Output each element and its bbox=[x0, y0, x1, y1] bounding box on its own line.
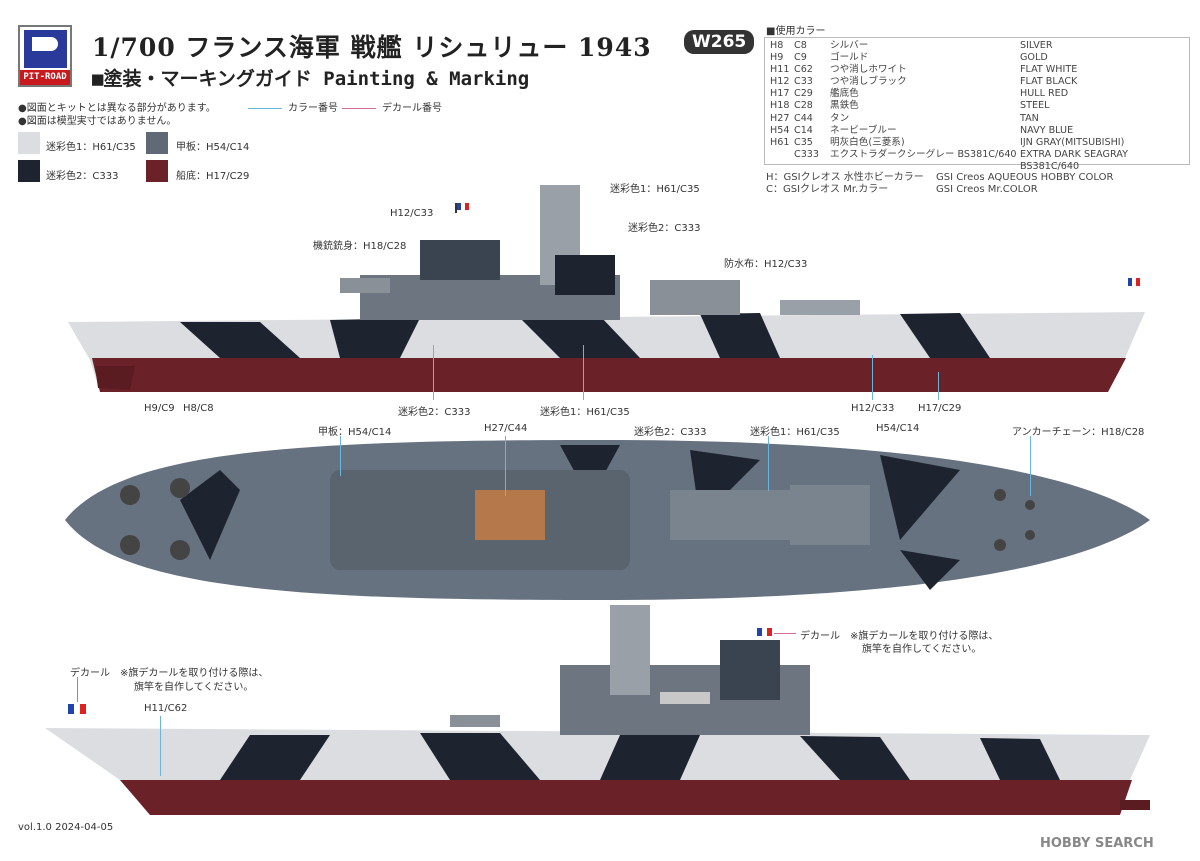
side-view-ship bbox=[68, 185, 1145, 392]
callout-h8: H8/C8 bbox=[183, 403, 214, 414]
color-row: H11 C62 つや消しホワイト FLAT WHITE bbox=[770, 64, 1184, 76]
callout-h17: H17/C29 bbox=[918, 403, 962, 414]
swatch-camo-2 bbox=[18, 160, 40, 182]
flag-note-right-1: ※旗デカールを取り付ける際は、 bbox=[850, 631, 999, 642]
legend-color-number: カラー番号 bbox=[248, 99, 338, 114]
flag-note-right-2: 旗竿を自作してください。 bbox=[862, 644, 982, 655]
color-row: H12 C33 つや消しブラック FLAT BLACK bbox=[770, 76, 1184, 88]
color-cell: 艦底色 bbox=[830, 88, 859, 100]
color-cell: H27 bbox=[770, 112, 790, 124]
swatch-hull-bottom bbox=[146, 160, 168, 182]
callout-anchor-chain: アンカーチェーン：H18/C28 bbox=[1012, 427, 1145, 438]
color-cell: H17 bbox=[770, 88, 790, 100]
callout-camo2-top: 迷彩色2：C333 bbox=[628, 223, 701, 234]
callout-gun-barrel: 機銃銃身：H18/C28 bbox=[313, 241, 407, 252]
color-row: H8 C8 シルバー SILVER bbox=[770, 40, 1184, 52]
color-cell: C14 bbox=[794, 124, 813, 136]
color-cell: タン bbox=[830, 112, 850, 124]
color-row: H17 C29 艦底色 HULL RED bbox=[770, 88, 1184, 100]
color-cell: ネービーブルー bbox=[830, 124, 897, 136]
callout-h54: H54/C14 bbox=[876, 423, 920, 434]
swatch-label: 迷彩色2：C333 bbox=[46, 171, 119, 182]
color-cell: HULL RED bbox=[1020, 88, 1069, 100]
swatch-deck bbox=[146, 132, 168, 154]
callout-tarp: 防水布：H12/C33 bbox=[724, 259, 808, 270]
swatch-camo-1 bbox=[18, 132, 40, 154]
color-row: H9 C9 ゴールド GOLD bbox=[770, 52, 1184, 64]
color-cell: IJN GRAY(MITSUBISHI) bbox=[1020, 136, 1125, 148]
product-code-badge: W265 bbox=[684, 30, 755, 54]
color-cell: C35 bbox=[794, 136, 813, 148]
color-cell: C44 bbox=[794, 112, 813, 124]
color-cell: H18 bbox=[770, 100, 790, 112]
color-cell: FLAT WHITE bbox=[1020, 64, 1078, 76]
color-cell: GOLD bbox=[1020, 52, 1048, 64]
callout-camo2-top-view: 迷彩色2：C333 bbox=[634, 427, 707, 438]
color-row: H61 C35 明灰白色(三菱系) IJN GRAY(MITSUBISHI) bbox=[770, 137, 1184, 149]
color-cell: つや消しブラック bbox=[830, 76, 907, 88]
swatch-label: 甲板：H54/C14 bbox=[176, 142, 250, 153]
note-1: ●図面とキットとは異なる部分があります。 bbox=[18, 103, 216, 114]
callout-camo1-hull: 迷彩色1：H61/C35 bbox=[540, 407, 630, 418]
color-cell: C9 bbox=[794, 52, 807, 64]
color-cell: SILVER bbox=[1020, 40, 1053, 51]
color-table: H8 C8 シルバー SILVER H9 C9 ゴールド GOLD H11 C62 つや消しホワイト… bbox=[764, 37, 1190, 172]
color-cell: H12 bbox=[770, 76, 790, 88]
swatch-label: 迷彩色1：H61/C35 bbox=[46, 142, 136, 153]
color-cell: H9 bbox=[770, 52, 784, 64]
color-cell: エクストラダークシーグレー BS381C/640 bbox=[830, 148, 1017, 160]
version-footer: vol.1.0 2024-04-05 bbox=[18, 822, 114, 833]
callout-h9: H9/C9 bbox=[144, 403, 175, 414]
color-cell: H61 bbox=[770, 136, 790, 148]
other-side-view-ship bbox=[45, 605, 1150, 815]
color-row: H18 C28 黒鉄色 STEEL bbox=[770, 100, 1184, 112]
callout-h27: H27/C44 bbox=[484, 423, 528, 434]
color-cell: C8 bbox=[794, 40, 807, 51]
color-cell: NAVY BLUE bbox=[1020, 124, 1074, 136]
page-subtitle: ■塗装・マーキングガイド Painting & Marking bbox=[92, 68, 530, 90]
color-row: H27 C44 タン TAN bbox=[770, 113, 1184, 125]
color-cell: 黒鉄色 bbox=[830, 100, 859, 112]
color-cell: つや消しホワイト bbox=[830, 64, 907, 76]
callout-camo1-top: 迷彩色1：H61/C35 bbox=[610, 184, 700, 195]
color-cell: C333 bbox=[794, 148, 820, 160]
callout-deck: 甲板：H54/C14 bbox=[318, 427, 392, 438]
page-title: 1/700 フランス海軍 戦艦 リシュリュー 1943 bbox=[92, 33, 652, 62]
color-cell: C62 bbox=[794, 64, 813, 76]
color-cell: FLAT BLACK bbox=[1020, 76, 1078, 88]
color-cell: H8 bbox=[770, 40, 784, 51]
color-cell: H11 bbox=[770, 64, 790, 76]
color-cell: C28 bbox=[794, 100, 813, 112]
watermark: HOBBY SEARCH bbox=[1040, 836, 1154, 851]
flag-note-left-1: ※旗デカールを取り付ける際は、 bbox=[120, 668, 269, 679]
swatch-label: 船底：H17/C29 bbox=[176, 171, 250, 182]
callout-camo1-top-view: 迷彩色1：H61/C35 bbox=[750, 427, 840, 438]
callout-h12-mast: H12/C33 bbox=[390, 208, 434, 219]
callout-h11: H11/C62 bbox=[144, 703, 188, 714]
color-row: H54 C14 ネービーブルー NAVY BLUE bbox=[770, 125, 1184, 137]
color-table-title: ■使用カラー bbox=[766, 26, 826, 37]
callout-h12-hull: H12/C33 bbox=[851, 403, 895, 414]
color-cell: H54 bbox=[770, 124, 790, 136]
color-cell: シルバー bbox=[830, 40, 869, 51]
color-cell: ゴールド bbox=[830, 52, 869, 64]
color-cell: TAN bbox=[1020, 112, 1039, 124]
flag-note-left-2: 旗竿を自作してください。 bbox=[134, 682, 254, 693]
decal-label-right: デカール bbox=[800, 631, 840, 642]
color-cell: C33 bbox=[794, 76, 813, 88]
callout-camo2-hull: 迷彩色2：C333 bbox=[398, 407, 471, 418]
pit-road-logo: PIT-ROAD bbox=[18, 25, 72, 87]
top-view-ship bbox=[65, 440, 1150, 600]
color-cell: 明灰白色(三菱系) bbox=[830, 136, 905, 148]
note-2: ●図面は模型実寸ではありません。 bbox=[18, 116, 177, 127]
color-cell: C29 bbox=[794, 88, 813, 100]
legend-decal-number: デカール番号 bbox=[342, 99, 442, 114]
color-cell: STEEL bbox=[1020, 100, 1050, 112]
decal-label-left: デカール bbox=[70, 668, 110, 679]
color-cell: EXTRA DARK SEAGRAY BS381C/640 bbox=[1020, 148, 1128, 172]
